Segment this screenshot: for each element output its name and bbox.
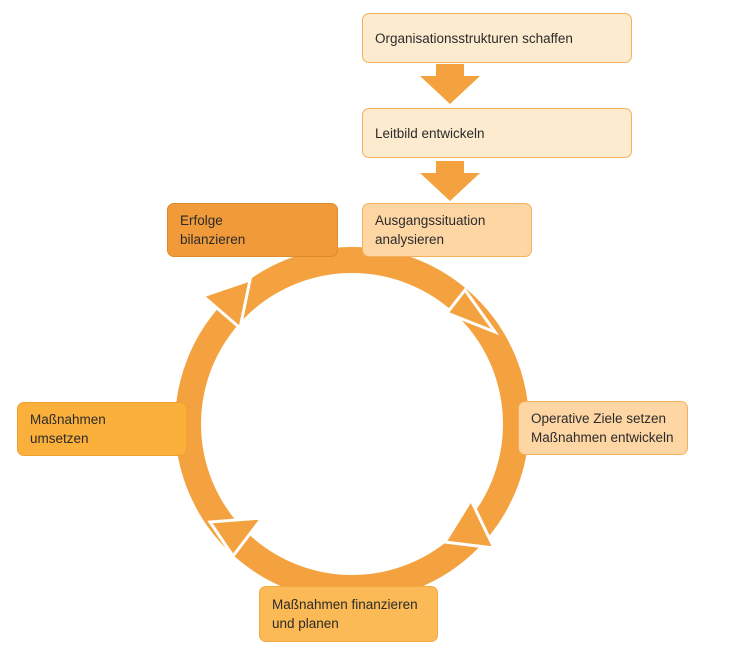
box-ausgangssituation: Ausgangssituation analysieren [362,203,532,257]
box-leitbild-label: Leitbild entwickeln [375,125,485,141]
box-leitbild: Leitbild entwickeln [362,108,632,158]
box-operative-label: Operative Ziele setzen Maßnahmen entwick… [531,411,674,445]
cycle-arrowhead-2 [442,496,497,550]
box-umsetzen-label: Maßnahmen umsetzen [30,412,106,446]
cycle-arrowhead-1 [444,287,500,336]
down-arrow-1 [420,64,480,104]
box-erfolge: Erfolge bilanzieren [167,203,338,257]
box-organisationsstrukturen-label: Organisationsstrukturen schaffen [375,30,573,46]
box-ausgangssituation-label: Ausgangssituation analysieren [375,213,486,247]
cycle-arrowhead-4 [200,277,253,331]
box-umsetzen: Maßnahmen umsetzen [17,402,187,456]
box-finanzieren-label: Maßnahmen finanzieren und planen [272,597,418,631]
box-erfolge-label: Erfolge bilanzieren [180,213,246,247]
cycle-arrowhead-3 [207,516,266,559]
box-operative: Operative Ziele setzen Maßnahmen entwick… [518,401,688,455]
box-organisationsstrukturen: Organisationsstrukturen schaffen [362,13,632,63]
down-arrow-2 [420,161,480,201]
box-finanzieren: Maßnahmen finanzieren und planen [259,586,438,642]
